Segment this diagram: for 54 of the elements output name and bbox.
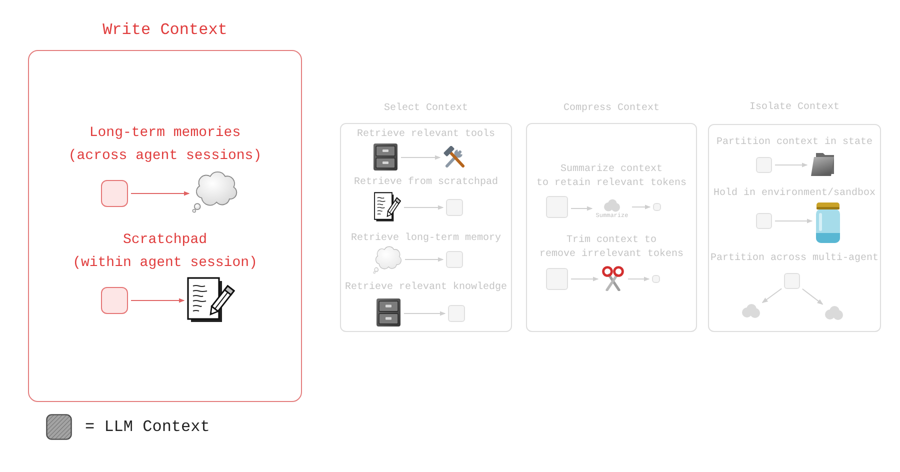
notepad-pencil-icon (186, 276, 234, 322)
thought-cloud-icon (192, 170, 238, 212)
notepad-pencil-icon (374, 192, 401, 222)
context-block (100, 286, 128, 314)
context-block (546, 196, 568, 218)
panel-title: Select Context (384, 103, 468, 115)
cloud-icon (825, 306, 843, 320)
arrow (400, 155, 441, 160)
file-cabinet-icon (376, 298, 401, 327)
context-block (756, 157, 772, 173)
file-cabinet-icon (373, 143, 398, 171)
arrow (570, 206, 593, 211)
step-label: Scratchpad (within agent session) (72, 231, 258, 273)
cloud-icon (742, 304, 760, 318)
hammer-wrench-icon (443, 146, 466, 169)
context-block (100, 180, 128, 206)
arrow (130, 191, 190, 196)
context-block (756, 213, 772, 229)
arrow (404, 205, 444, 210)
arrow (570, 276, 599, 282)
step-label: Partition context in state (716, 136, 873, 150)
step-label: Retrieve relevant tools (356, 128, 496, 142)
arrow (628, 276, 650, 282)
context-block (652, 275, 660, 283)
context-block (653, 203, 661, 211)
panel-title: Write Context (102, 20, 228, 40)
arrow (130, 298, 185, 303)
step-label: Retrieve long-term memory (350, 232, 502, 246)
step-label: Long-term memories (across agent sessions) (68, 124, 262, 166)
legend-text: = LLM Context (85, 417, 210, 437)
context-block (784, 273, 800, 289)
panel-title: Isolate Context (749, 102, 840, 114)
arrow (802, 288, 824, 305)
folder-icon (810, 152, 835, 177)
context-block (446, 251, 463, 268)
context-block (448, 305, 465, 322)
arrow (632, 204, 651, 210)
arrow (404, 311, 446, 316)
jar-icon (815, 202, 841, 244)
arrow (774, 162, 808, 168)
arrow (762, 288, 782, 304)
step-label: Hold in environment/sandbox (713, 187, 876, 201)
step-label: Trim context to remove irrelevant tokens (539, 234, 684, 262)
step-label: Retrieve relevant knowledge (344, 281, 508, 295)
step-label: Partition across multi-agent (710, 252, 879, 266)
step-label: Summarize context to retain relevant tokens (536, 163, 687, 191)
arrow (774, 218, 813, 224)
scissors-icon (601, 266, 625, 291)
context-block (546, 268, 568, 290)
panel-title: Compress Context (563, 103, 660, 115)
thought-cloud-icon (373, 246, 402, 274)
context-block (446, 199, 463, 216)
arrow (404, 257, 444, 262)
step-label: Retrieve from scratchpad (354, 176, 498, 190)
